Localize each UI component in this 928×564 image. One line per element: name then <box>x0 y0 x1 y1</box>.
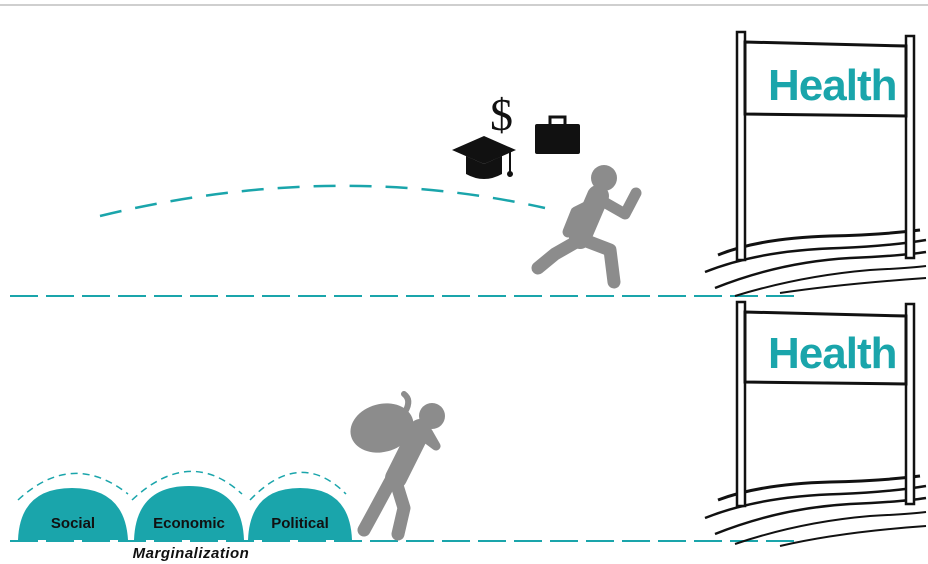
hump-label-political: Political <box>271 515 329 532</box>
briefcase-icon <box>535 117 580 154</box>
health-sign-text-bottom: Health <box>768 329 896 378</box>
hump-label-economic: Economic <box>153 515 225 532</box>
health-sign-top: Health <box>705 32 926 296</box>
bottom-panel: Social Economic Political Marginalizatio… <box>10 302 926 562</box>
health-sign-bottom: Health <box>705 302 926 546</box>
graduation-cap-icon <box>452 136 516 179</box>
marginalization-caption: Marginalization <box>133 545 250 562</box>
hump-economic: Economic <box>134 486 244 540</box>
running-person-icon <box>538 165 636 282</box>
hump-social: Social <box>18 488 128 540</box>
jump-arc <box>100 186 545 216</box>
person-carrying-sack-icon <box>345 394 445 534</box>
dollar-icon: $ <box>490 89 513 140</box>
hump-political: Political <box>248 488 352 540</box>
top-panel: $ <box>10 32 926 296</box>
health-sign-text-top: Health <box>768 61 896 110</box>
hump-label-social: Social <box>51 515 95 532</box>
